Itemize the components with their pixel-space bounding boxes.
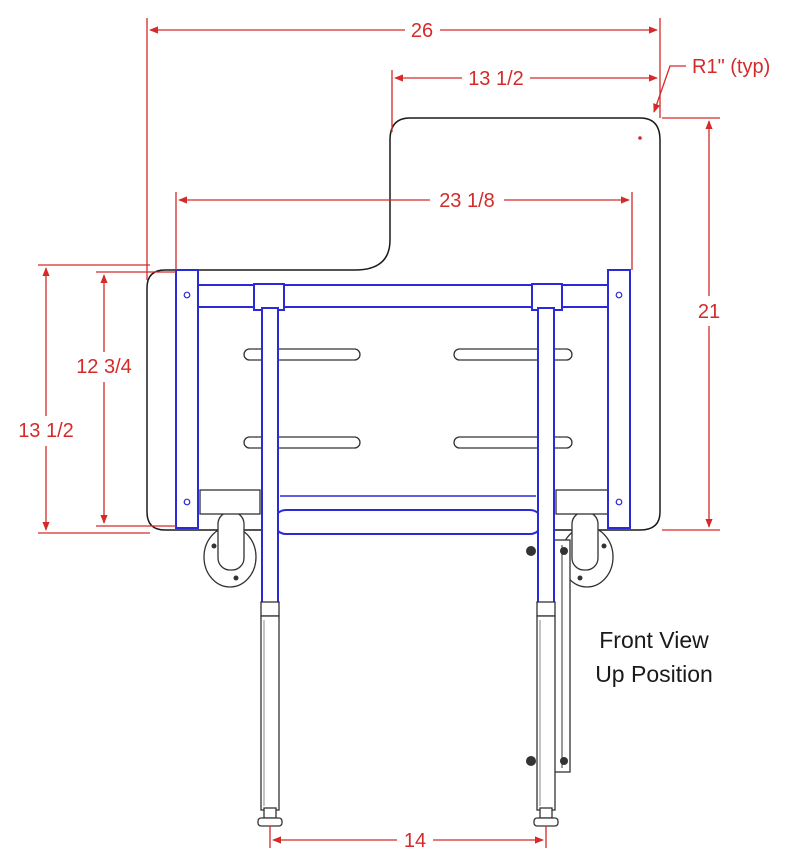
- dim-radius-label: R1" (typ): [692, 56, 770, 78]
- dim-overall-width-label: 26: [411, 20, 433, 42]
- frame-right-plate: [607, 269, 631, 529]
- right-leg-lower: [533, 601, 559, 827]
- seat-frame: [175, 269, 631, 605]
- frame-left-plate: [175, 269, 199, 529]
- dim-frame-width: 23 1/8: [175, 190, 633, 270]
- dim-upper-width: 13 1/2: [391, 68, 658, 132]
- left-leg-lower: [257, 601, 283, 827]
- seat-outline: [146, 117, 661, 531]
- caption-line-1: Front View: [599, 627, 709, 653]
- right-leg-tube: [537, 307, 555, 605]
- dim-seat-height: 13 1/2: [18, 264, 150, 534]
- dim-seat-height-label: 13 1/2: [18, 420, 74, 442]
- right-wall-bracket: [555, 489, 617, 588]
- dim-overall-height-label: 21: [698, 301, 720, 323]
- dim-overall-height: 21: [662, 117, 720, 531]
- radius-point: [638, 136, 642, 140]
- dim-frame-width-label: 23 1/8: [439, 190, 495, 212]
- seat-slots: [243, 348, 573, 449]
- caption-line-2: Up Position: [595, 661, 713, 687]
- dim-overall-width: 26: [146, 18, 661, 280]
- left-wall-bracket: [199, 489, 261, 588]
- dim-leg-spacing-label: 14: [404, 830, 426, 852]
- dim-leg-spacing: 14: [269, 826, 547, 852]
- dim-frame-height-label: 12 3/4: [76, 356, 132, 378]
- frame-bottom-rail: [273, 509, 543, 535]
- left-leg-tube: [261, 307, 279, 605]
- left-leg-collar: [253, 283, 285, 311]
- dim-frame-height: 12 3/4: [76, 271, 176, 527]
- right-leg-collar: [531, 283, 563, 311]
- dim-radius: R1" (typ): [653, 56, 770, 113]
- dim-upper-width-label: 13 1/2: [468, 68, 524, 90]
